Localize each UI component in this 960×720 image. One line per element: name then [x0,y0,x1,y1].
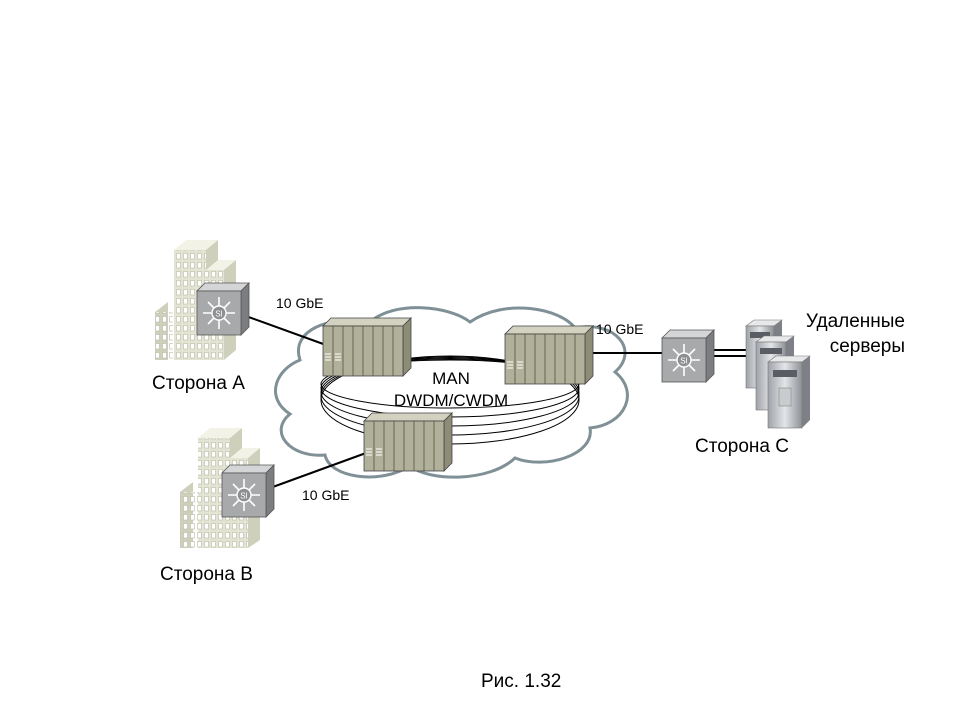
link-label-b: 10 GbE [302,487,350,503]
cloud-label-line1: MAN [432,369,470,388]
server-icon [767,355,811,429]
cloud-label: MAN DWDM/CWDM [385,368,517,412]
svg-text:SI: SI [240,492,248,501]
link-label-c: 10 GbE [596,321,644,337]
site-a-label: Сторона А [152,373,245,394]
layer3-switch-icon: SI [221,464,275,518]
figure-caption: Рис. 1.32 [481,671,562,692]
remote-servers-line2: серверы [829,336,905,357]
site-c-label: Сторона С [695,436,789,457]
svg-text:SI: SI [680,357,688,366]
remote-servers-label: Удаленные серверы [780,309,905,359]
svg-text:SI: SI [215,310,223,319]
link-lines [242,314,748,489]
layer3-switch-icon: SI [196,282,250,336]
dwdm-mux-icon [322,317,412,377]
dwdm-mux-icon [504,325,594,385]
link-label-a: 10 GbE [276,295,324,311]
dwdm-mux-icon [363,412,453,472]
site-b-label: Сторона В [160,564,253,585]
layer3-switch-icon: SI [661,329,715,383]
cloud-label-line2: DWDM/CWDM [393,391,509,410]
remote-servers-line1: Удаленные [805,311,905,332]
